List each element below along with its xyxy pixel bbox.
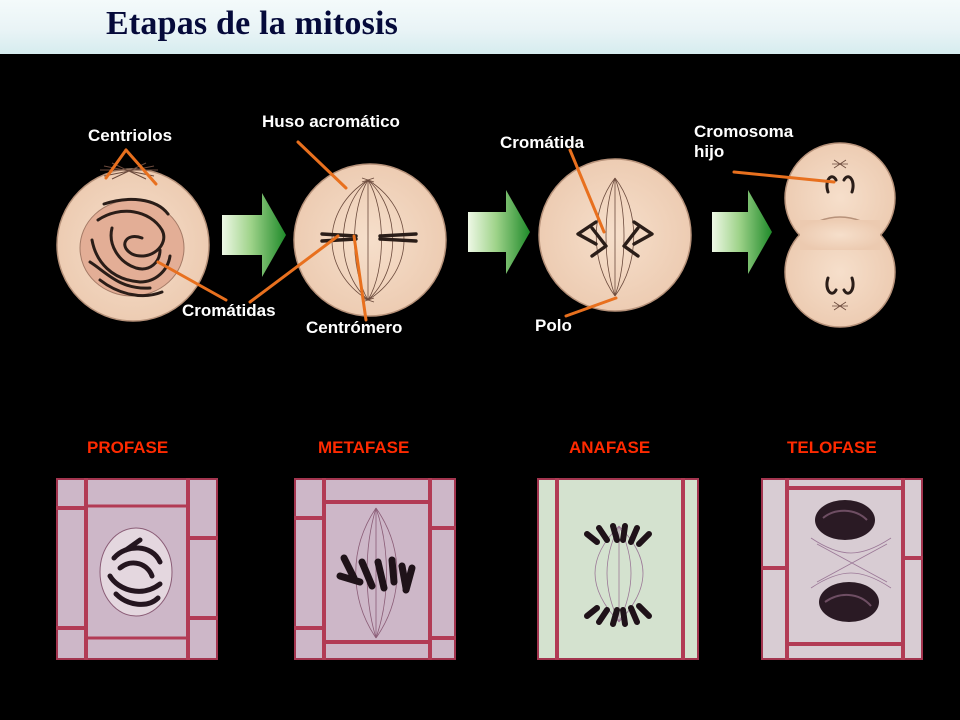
telophase-cell — [784, 142, 896, 328]
label-centromero: Centrómero — [306, 318, 403, 337]
prophase-cell — [56, 162, 210, 322]
micrograph-profase — [56, 478, 218, 660]
daughter-chromosomes — [825, 175, 855, 295]
centrioles-aster — [100, 162, 158, 180]
chromatin-threads — [88, 197, 172, 298]
label-huso-acromatico: Huso acromático — [262, 112, 400, 131]
label-cromatida: Cromátida — [500, 133, 585, 152]
mitosis-diagram — [56, 140, 896, 328]
separating-chromatids — [576, 220, 654, 258]
phase-label-anafase: ANAFASE — [569, 438, 651, 457]
micrograph-telofase — [761, 478, 923, 660]
phase-label-telofase: TELOFASE — [787, 438, 877, 457]
phase-label-profase: PROFASE — [87, 438, 169, 457]
anaphase-cell — [538, 158, 692, 312]
label-cromosoma-hijo: Cromosoma hijo — [694, 122, 793, 162]
page-title: Etapas de la mitosis — [106, 5, 399, 42]
arrow-prophase-to-metaphase — [222, 193, 286, 277]
arrow-metaphase-to-anaphase — [468, 190, 530, 274]
label-centriolos: Centriolos — [88, 126, 173, 145]
label-cromatidas: Cromátidas — [182, 301, 276, 320]
metaphase-chromosomes — [320, 232, 418, 243]
metaphase-cell — [293, 163, 447, 317]
micrograph-anafase — [537, 478, 699, 660]
label-cromosoma-line1: Cromosoma — [694, 122, 794, 141]
leader-lines — [104, 140, 836, 322]
micrograph-metafase — [294, 478, 456, 660]
arrow-anaphase-to-telophase — [712, 190, 772, 274]
title-bar: Etapas de la mitosis — [0, 0, 960, 54]
phase-label-metafase: METAFASE — [318, 438, 410, 457]
anaphase-spindle — [595, 177, 635, 297]
label-polo: Polo — [535, 316, 572, 335]
label-cromosoma-line2: hijo — [694, 142, 725, 161]
stage-arrows — [222, 190, 772, 277]
